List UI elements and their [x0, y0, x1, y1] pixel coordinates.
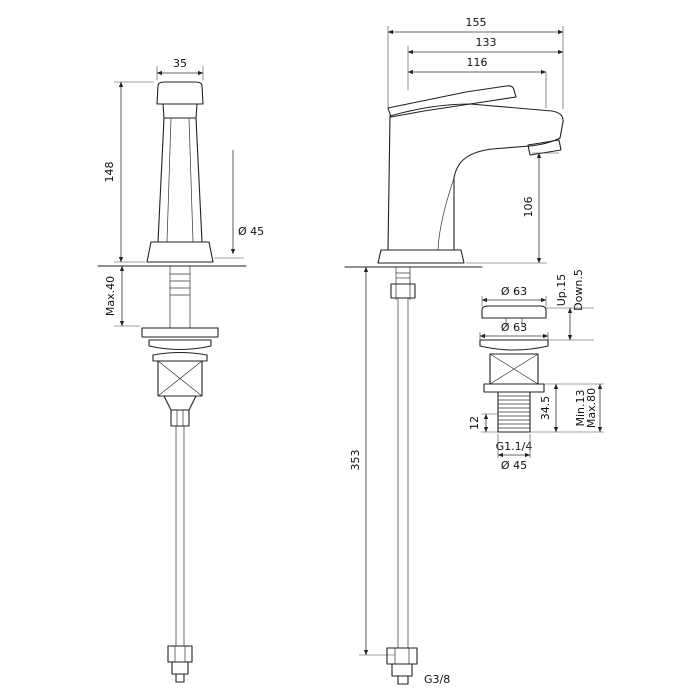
dim-side-spout-reach: 116: [407, 56, 547, 108]
front-gasket: [148, 339, 212, 351]
dim-waste-thread-and-diameter: G1.1/4 Ø 45: [496, 434, 533, 472]
dim-front-deck-thickness: Max.40: [104, 265, 140, 327]
side-body-contour-line: [437, 177, 455, 251]
dim-side-spout-depth: 133: [407, 36, 564, 90]
dim-label-travel-up: Up.15: [555, 274, 568, 307]
waste-flange: [479, 339, 549, 351]
front-undercounter-assembly: [141, 266, 219, 683]
dim-label-flange-diameter: Ø 63: [501, 321, 527, 334]
front-mounting-washer: [141, 327, 219, 338]
dim-waste-neck-height: 12: [468, 413, 498, 433]
front-waste-flange: [152, 351, 208, 362]
side-lever-handle: [387, 85, 517, 118]
dim-label-height: 148: [103, 162, 116, 183]
cross-brace: [157, 360, 203, 397]
side-hose-tip: [397, 675, 409, 685]
dim-label-base-diameter: Ø 45: [238, 225, 264, 238]
front-handle-cap: [156, 81, 204, 105]
side-shank-nut: [390, 283, 416, 299]
dim-label-tail-diameter: Ø 45: [501, 459, 527, 472]
dim-label-body-height: 34.5: [539, 396, 552, 421]
dim-label-supply-thread: G3/8: [424, 673, 450, 686]
front-base: [146, 241, 214, 263]
front-waste-taper: [163, 395, 197, 411]
dim-waste-deck-range: Min.13 Max.80: [574, 383, 603, 433]
dim-front-height: 148: [103, 81, 154, 263]
dim-waste-body-height: 34.5: [530, 383, 604, 433]
dim-label-neck-height: 12: [468, 416, 481, 430]
front-coupling-nut: [170, 409, 190, 427]
cross-brace: [489, 353, 539, 385]
dim-label-deck-thickness: Max.40: [104, 276, 117, 316]
side-aerator: [527, 139, 562, 156]
dim-label-overall-depth: 155: [466, 16, 487, 29]
front-hose-end: [171, 661, 189, 675]
front-hose-tip: [175, 673, 185, 683]
dim-label-waste-thread: G1.1/4: [496, 440, 533, 453]
front-view: 35 148 Ø 45 Max.40: [97, 57, 264, 683]
waste-cap: [481, 305, 547, 319]
front-body-contour-line: [188, 117, 194, 243]
side-body-spout: [387, 103, 564, 251]
front-neck: [162, 103, 198, 119]
waste-washer: [483, 383, 545, 393]
dim-waste-cap-diameter: Ø 63: [481, 285, 547, 306]
dim-label-hose-length: 353: [349, 450, 362, 471]
dim-label-top-width: 35: [173, 57, 187, 70]
dim-label-spout-depth: 133: [476, 36, 497, 49]
side-base: [377, 249, 465, 264]
side-hose-nut: [386, 647, 418, 665]
dim-side-overall-depth: 155: [387, 16, 564, 110]
front-body: [157, 117, 203, 243]
waste-detail: Ø 63 Ø 63 Up.15 Down.5 34.5 Min.13: [468, 269, 604, 472]
front-body-contour-line: [166, 117, 172, 243]
side-hose-end: [391, 663, 413, 677]
dim-waste-flange-diameter: Ø 63: [479, 321, 549, 340]
dim-label-travel-down: Down.5: [572, 269, 585, 311]
dim-label-deck-min: Min.13: [574, 389, 587, 426]
side-view: 155 133 116 106 353 G3/8: [344, 16, 564, 686]
front-hose-nut: [167, 645, 193, 663]
dim-label-spout-reach: 116: [467, 56, 488, 69]
dim-label-deck-max: Max.80: [585, 388, 598, 428]
dim-side-spout-height: 106: [466, 152, 559, 264]
dim-waste-travel: Up.15 Down.5: [546, 269, 594, 341]
dim-front-top-width: 35: [156, 57, 204, 80]
dim-side-hose-length: 353: [349, 266, 395, 656]
dim-label-cap-diameter: Ø 63: [501, 285, 527, 298]
dim-front-base-diameter: Ø 45: [214, 150, 264, 259]
dim-label-spout-height: 106: [522, 197, 535, 218]
